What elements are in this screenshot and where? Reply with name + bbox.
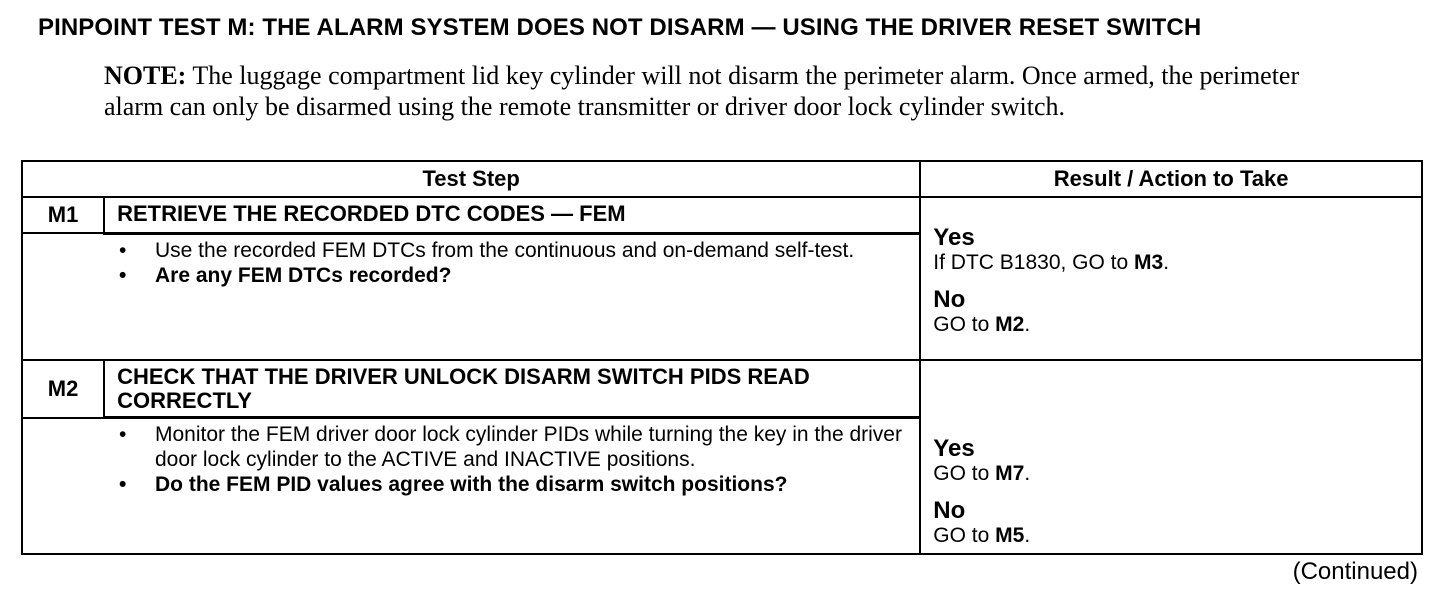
result-yes-target: M3 xyxy=(1134,251,1164,275)
continued-label: (Continued) xyxy=(1292,558,1418,585)
table-row: Monitor the FEM driver door lock cylinde… xyxy=(20,416,1422,555)
page-title: PINPOINT TEST M: THE ALARM SYSTEM DOES N… xyxy=(38,14,1202,41)
step-result: Yes GO to M7. No GO to M5. xyxy=(919,358,1423,555)
step-id: M1 xyxy=(20,196,106,234)
result-no-target: M2 xyxy=(995,313,1025,337)
table-row: M2 CHECK THAT THE DRIVER UNLOCK DISARM S… xyxy=(20,358,1423,555)
result-yes-target: M7 xyxy=(995,461,1025,485)
result-no-label: No xyxy=(933,286,966,314)
bullet-question: Do the FEM PID values agree with the dis… xyxy=(119,473,909,498)
bullet-question: Are any FEM DTCs recorded? xyxy=(119,264,909,289)
step-result: Yes If DTC B1830, GO to M3. No GO to M2. xyxy=(919,196,1423,361)
note-label: NOTE: xyxy=(104,61,187,90)
step-title: RETRIEVE THE RECORDED DTC CODES — FEM xyxy=(103,196,922,235)
table-row: Use the recorded FEM DTCs from the conti… xyxy=(20,232,1422,361)
result-no-label: No xyxy=(933,496,966,524)
bullet-instruction: Use the recorded FEM DTCs from the conti… xyxy=(119,239,909,264)
result-yes-text: If DTC B1830, GO to M3. xyxy=(933,251,1170,275)
step-title: CHECK THAT THE DRIVER UNLOCK DISARM SWIT… xyxy=(103,358,922,419)
bullet-instruction: Monitor the FEM driver door lock cylinde… xyxy=(119,423,909,472)
header-result: Result / Action to Take xyxy=(919,160,1423,198)
step-id: M2 xyxy=(20,358,106,419)
note-paragraph: NOTE: The luggage compartment lid key cy… xyxy=(104,60,1324,122)
pinpoint-test-table: Test Step Result / Action to Take M1 RET… xyxy=(20,160,1423,555)
result-no-text: GO to M5. xyxy=(933,523,1031,547)
result-yes-label: Yes xyxy=(933,434,975,462)
result-yes-label: Yes xyxy=(933,224,975,252)
step-body: Monitor the FEM driver door lock cylinde… xyxy=(20,416,922,555)
step-bullets: Monitor the FEM driver door lock cylinde… xyxy=(119,423,909,498)
step-body: Use the recorded FEM DTCs from the conti… xyxy=(20,232,922,361)
result-yes-text: GO to M7. xyxy=(933,461,1031,485)
header-test-step: Test Step xyxy=(20,160,922,198)
table-row: M1 RETRIEVE THE RECORDED DTC CODES — FEM… xyxy=(20,196,1423,361)
note-text: The luggage compartment lid key cylinder… xyxy=(104,61,1300,121)
result-no-target: M5 xyxy=(995,523,1025,547)
step-bullets: Use the recorded FEM DTCs from the conti… xyxy=(119,239,909,289)
result-no-text: GO to M2. xyxy=(933,313,1031,337)
table-header-row: Test Step Result / Action to Take xyxy=(20,160,1423,198)
